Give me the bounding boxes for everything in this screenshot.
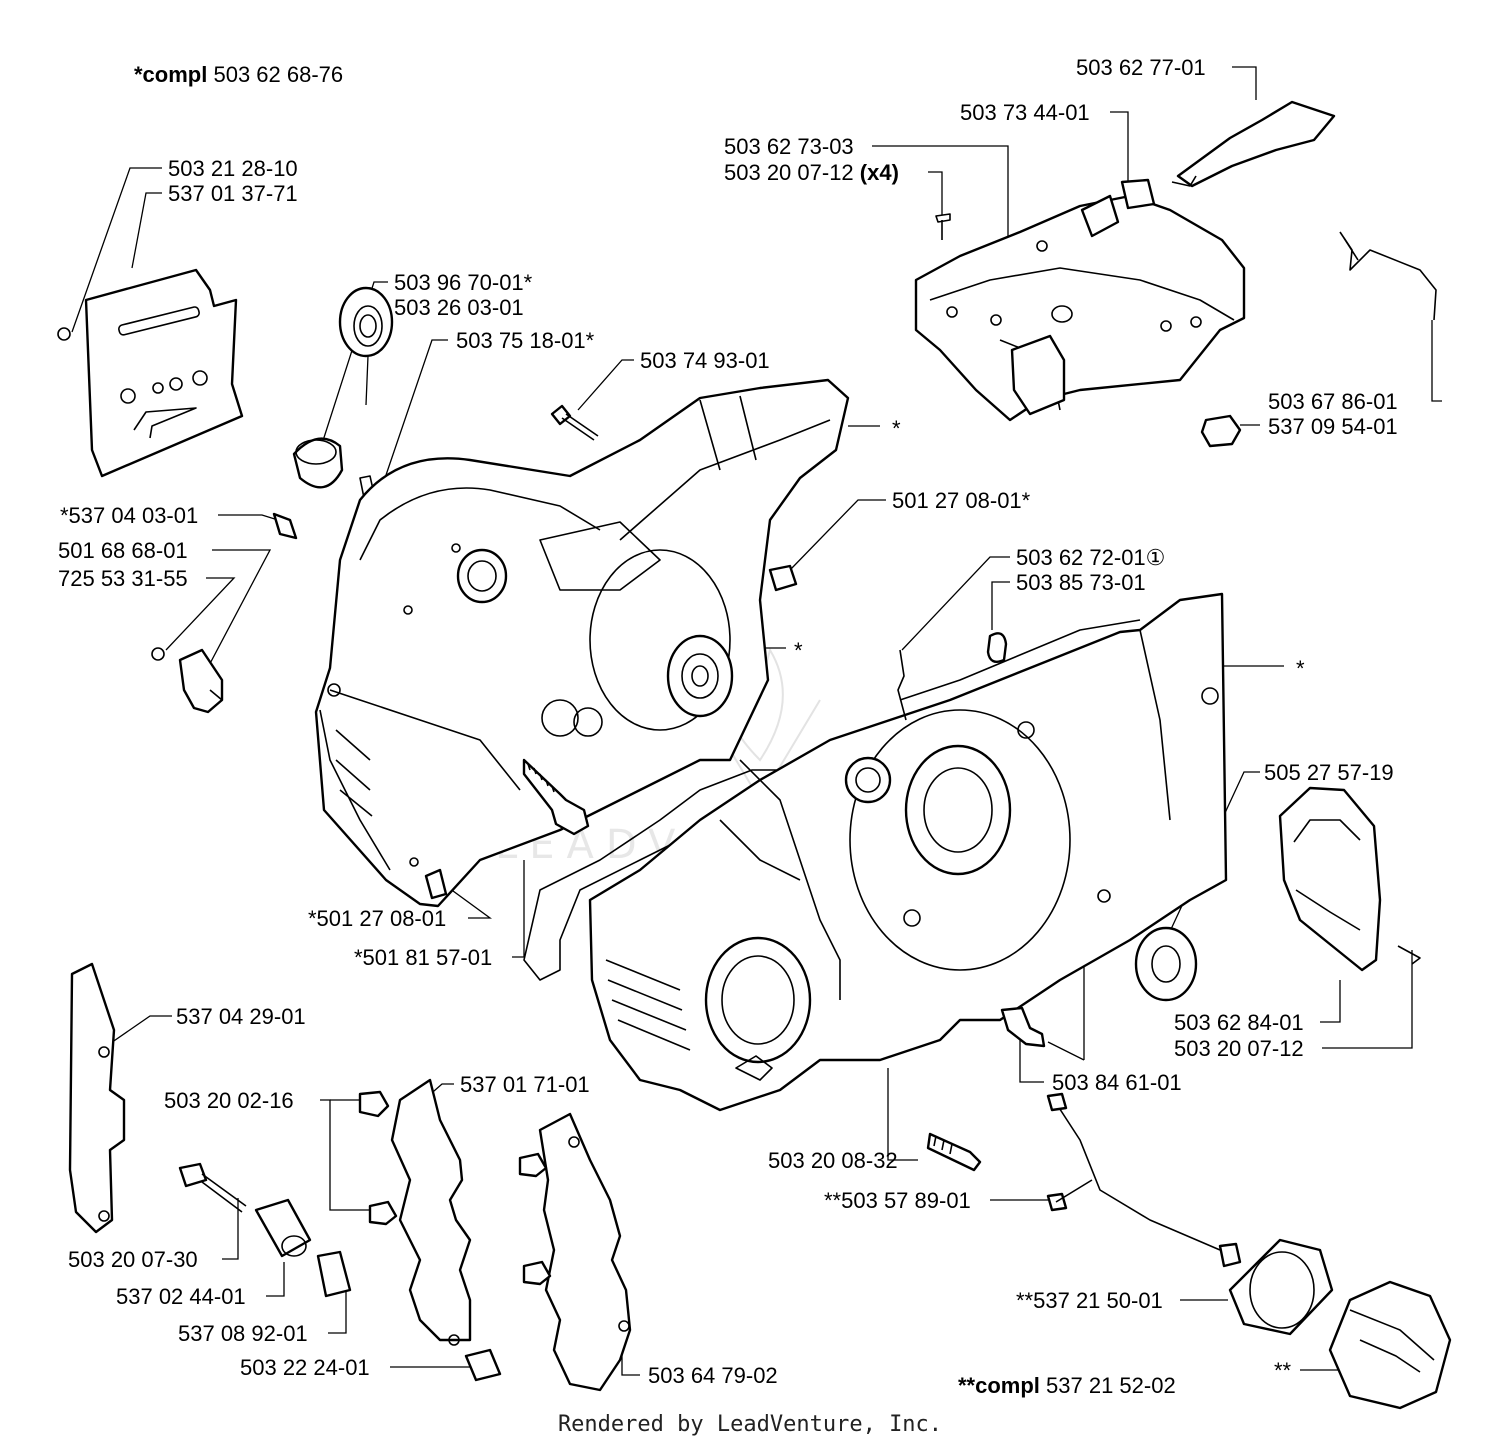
label-part: 501 27 08-01* (892, 488, 1031, 513)
seal-ring (1134, 926, 1198, 1002)
label-part: 537 04 29-01 (176, 1004, 306, 1029)
label-part: 503 74 93-01 (640, 348, 770, 373)
breather-hose (1339, 231, 1437, 321)
label-part: 537 02 44-01 (116, 1284, 246, 1309)
spike-plate-1 (390, 1078, 472, 1346)
label-mark: * (1296, 656, 1305, 681)
label-part: 537 09 54-01 (1268, 414, 1398, 439)
label-compl-kit-2: **compl 537 21 52-02 (958, 1373, 1176, 1398)
crankcase-right-half (588, 592, 1228, 1112)
part-labels: *compl 503 62 68-76 503 21 28-10 537 01 … (58, 55, 1398, 1398)
label-part: *537 04 03-01 (60, 503, 198, 528)
label-mark: ** (1274, 1358, 1292, 1383)
part-drawings (57, 100, 1452, 1410)
fuel-cap (1328, 1280, 1452, 1410)
label-part: 503 64 79-02 (648, 1363, 778, 1388)
screw-long (550, 404, 599, 441)
label-part: *501 27 08-01 (308, 906, 446, 931)
label-part: 503 62 73-03 (724, 134, 854, 159)
grommet (1120, 178, 1156, 210)
crankcase-left-half (314, 378, 850, 908)
label-part: 503 20 07-30 (68, 1247, 198, 1272)
label-part: 503 73 44-01 (960, 100, 1090, 125)
label-mark: * (794, 638, 803, 663)
dowel-pin-2 (424, 868, 448, 900)
label-part: 503 85 73-01 (1016, 570, 1146, 595)
bearing (292, 286, 394, 499)
threaded-pin (522, 758, 590, 836)
bolt-spacer-assembly (178, 1162, 502, 1382)
label-part: 505 27 57-19 (1264, 760, 1394, 785)
label-part: 503 20 07-12 (x4) (724, 160, 899, 185)
label-part: 503 21 28-10 (168, 156, 298, 181)
spike-plate-2 (538, 1112, 632, 1392)
right-side-cover (1278, 786, 1421, 972)
pin (272, 512, 298, 540)
fuel-pickup (1046, 1092, 1242, 1268)
tank-cover (914, 194, 1246, 422)
bar-plate (68, 962, 126, 1234)
parts-diagram: LEADVENTURE (57, 55, 1452, 1410)
clip (151, 647, 224, 714)
label-part: 503 75 18-01* (456, 328, 595, 353)
label-part: 503 62 72-01① (1016, 545, 1165, 570)
footer-credit: Rendered by LeadVenture, Inc. (557, 1412, 943, 1437)
label-part: 503 62 77-01 (1076, 55, 1206, 80)
label-part: 537 01 71-01 (460, 1072, 590, 1097)
fuel-cap-seal (1228, 1238, 1334, 1336)
side-cover-plate (57, 268, 244, 478)
label-part: 503 67 86-01 (1268, 389, 1398, 414)
valve (1200, 414, 1242, 448)
label-part: 503 84 61-01 (1052, 1070, 1182, 1095)
label-part: *501 81 57-01 (354, 945, 492, 970)
label-part: 503 20 08-32 (768, 1148, 898, 1173)
label-part: 725 53 31-55 (58, 566, 188, 591)
label-mark: * (892, 416, 901, 441)
label-compl-kit: *compl 503 62 68-76 (134, 62, 343, 87)
label-part: 503 62 84-01 (1174, 1010, 1304, 1035)
label-part: 537 01 37-71 (168, 181, 298, 206)
sleeve (986, 632, 1008, 663)
label-part: 503 20 02-16 (164, 1088, 294, 1113)
fuel-line (1171, 100, 1336, 188)
screw (926, 1132, 982, 1172)
label-part: 503 22 24-01 (240, 1355, 370, 1380)
wire (897, 649, 907, 721)
label-part: 503 26 03-01 (394, 295, 524, 320)
label-part: 537 08 92-01 (178, 1321, 308, 1346)
label-part: 503 20 07-12 (1174, 1036, 1304, 1061)
label-part: **503 57 89-01 (824, 1188, 971, 1213)
small-screws (358, 1090, 552, 1286)
decomp-valve (1000, 1006, 1046, 1048)
label-part: 503 96 70-01* (394, 270, 533, 295)
label-part: **537 21 50-01 (1016, 1288, 1163, 1313)
label-part: 501 68 68-01 (58, 538, 188, 563)
dowel-pin (768, 564, 798, 592)
